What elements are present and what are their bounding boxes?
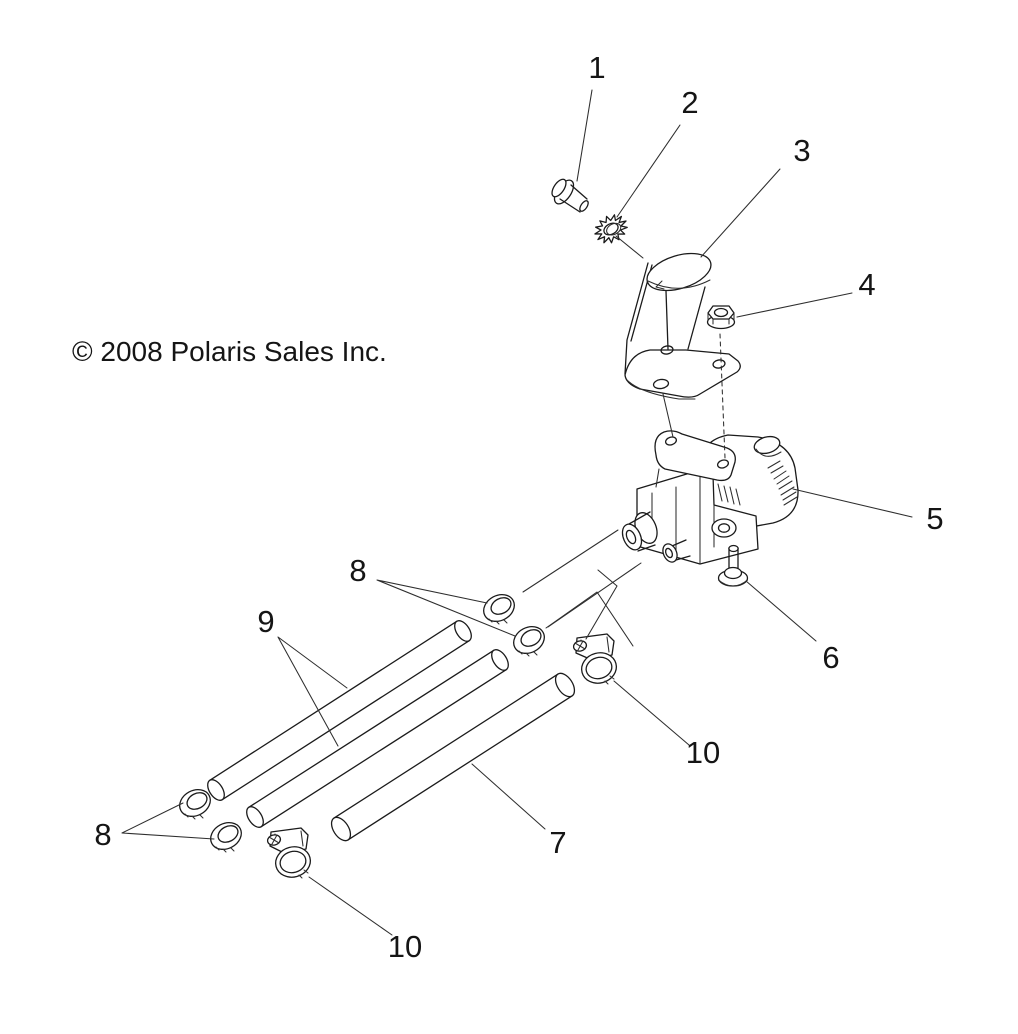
leader-5 xyxy=(792,488,913,518)
callout-8-lower: 8 xyxy=(94,817,111,852)
leader-1 xyxy=(576,89,593,182)
leader-10-upper xyxy=(613,680,690,746)
tooth-washer-shape xyxy=(594,214,628,244)
leader-8-lower xyxy=(121,802,215,840)
callout-6: 6 xyxy=(822,640,839,675)
callout-2: 2 xyxy=(681,85,698,120)
callout-10-upper: 10 xyxy=(686,735,720,770)
callout-1: 1 xyxy=(588,50,605,85)
part-hose-large xyxy=(330,672,576,842)
leader-6 xyxy=(745,580,817,642)
part-hose-clamp-lower xyxy=(266,827,311,879)
callout-4: 4 xyxy=(858,267,875,302)
callout-10-lower: 10 xyxy=(388,929,422,964)
part-hose-bushing-1 xyxy=(483,593,515,625)
part-hose-small-1 xyxy=(207,620,472,801)
part-hose-small-2 xyxy=(246,649,509,828)
leader-9 xyxy=(277,636,348,747)
part-mounting-bracket xyxy=(624,252,741,400)
part-hose-bushing-2 xyxy=(513,625,545,657)
leader-8-upper xyxy=(376,579,516,637)
rib-hatch xyxy=(767,460,798,506)
callout-8-upper: 8 xyxy=(349,553,366,588)
leader-2 xyxy=(616,124,681,218)
callout-labels: 1 2 3 4 5 6 7 8 8 9 10 10 xyxy=(94,50,943,964)
callout-7: 7 xyxy=(549,825,566,860)
copyright-notice: © 2008 Polaris Sales Inc. xyxy=(72,336,387,367)
callout-5: 5 xyxy=(926,501,943,536)
part-valve-assembly xyxy=(621,430,799,565)
projection-lines xyxy=(522,235,726,647)
part-hose-bushing-4 xyxy=(210,821,242,853)
part-flange-bolt xyxy=(551,178,589,213)
leader-7 xyxy=(471,763,546,830)
callout-3: 3 xyxy=(793,133,810,168)
leader-3 xyxy=(700,168,781,258)
callout-9: 9 xyxy=(257,604,274,639)
part-flange-nut xyxy=(706,305,736,330)
leader-10-lower xyxy=(308,876,393,936)
part-tooth-washer xyxy=(594,214,628,244)
leader-4 xyxy=(736,292,853,318)
part-hose-bushing-3 xyxy=(179,788,211,820)
part-hose-clamp-upper xyxy=(572,633,617,685)
part-flange-screw xyxy=(717,544,749,587)
leader-lines xyxy=(121,89,913,936)
